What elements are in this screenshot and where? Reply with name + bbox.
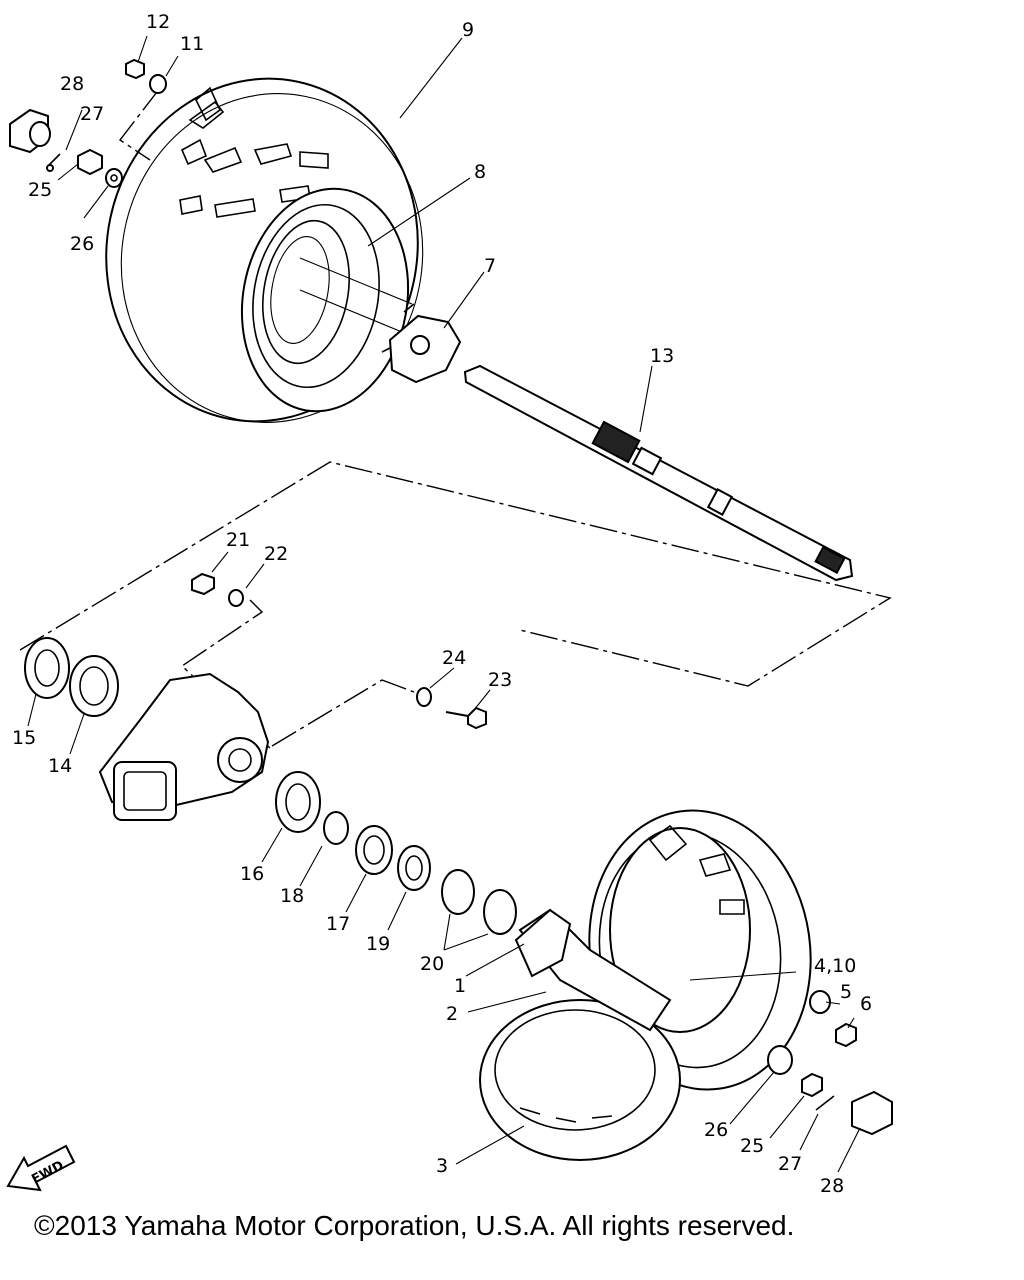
callout-15: 15 bbox=[12, 727, 36, 749]
callout-14: 14 bbox=[48, 755, 72, 777]
callout-12: 12 bbox=[146, 11, 170, 33]
callout-8: 8 bbox=[474, 161, 486, 183]
exploded-parts-diagram: 12 11 9 28 27 8 25 26 7 13 21 22 24 23 1… bbox=[6, 11, 893, 1197]
callout-5: 5 bbox=[840, 981, 852, 1003]
upper-hardware bbox=[9, 58, 167, 188]
callout-25-top: 25 bbox=[28, 179, 52, 201]
copyright-notice: ©2013 Yamaha Motor Corporation, U.S.A. A… bbox=[34, 1210, 795, 1241]
callout-28-bot: 28 bbox=[820, 1175, 844, 1197]
leader-lines bbox=[27, 35, 861, 1173]
callout-28-top: 28 bbox=[60, 73, 84, 95]
callout-13: 13 bbox=[650, 345, 674, 367]
upper-hub bbox=[381, 303, 462, 384]
callout-7: 7 bbox=[484, 255, 496, 277]
callout-1: 1 bbox=[454, 975, 466, 997]
callout-2: 2 bbox=[446, 1003, 458, 1025]
callout-27-bot: 27 bbox=[778, 1153, 802, 1175]
callout-16: 16 bbox=[240, 863, 264, 885]
callout-6: 6 bbox=[860, 993, 872, 1015]
callout-27-top: 27 bbox=[80, 103, 104, 125]
callout-23: 23 bbox=[488, 669, 512, 691]
callout-18: 18 bbox=[280, 885, 304, 907]
gear-case bbox=[98, 672, 270, 821]
bearings-row bbox=[275, 771, 517, 935]
upper-rim bbox=[240, 187, 413, 413]
left-seals bbox=[24, 572, 487, 730]
callout-26-top: 26 bbox=[70, 233, 94, 255]
lower-wheel bbox=[479, 809, 893, 1161]
callout-26-bot: 26 bbox=[704, 1119, 728, 1141]
callout-4-10: 4,10 bbox=[814, 955, 856, 977]
callout-17: 17 bbox=[326, 913, 350, 935]
callout-19: 19 bbox=[366, 933, 390, 955]
callout-9: 9 bbox=[462, 19, 474, 41]
callout-21: 21 bbox=[226, 529, 250, 551]
callout-25-bot: 25 bbox=[740, 1135, 764, 1157]
rear-axle bbox=[463, 364, 854, 582]
fwd-arrow-icon: FWD bbox=[6, 1144, 76, 1192]
callout-20: 20 bbox=[420, 953, 444, 975]
callout-3: 3 bbox=[436, 1155, 448, 1177]
callout-11: 11 bbox=[180, 33, 204, 55]
callout-labels: 12 11 9 28 27 8 25 26 7 13 21 22 24 23 1… bbox=[12, 11, 872, 1197]
callout-22: 22 bbox=[264, 543, 288, 565]
callout-24: 24 bbox=[442, 647, 466, 669]
